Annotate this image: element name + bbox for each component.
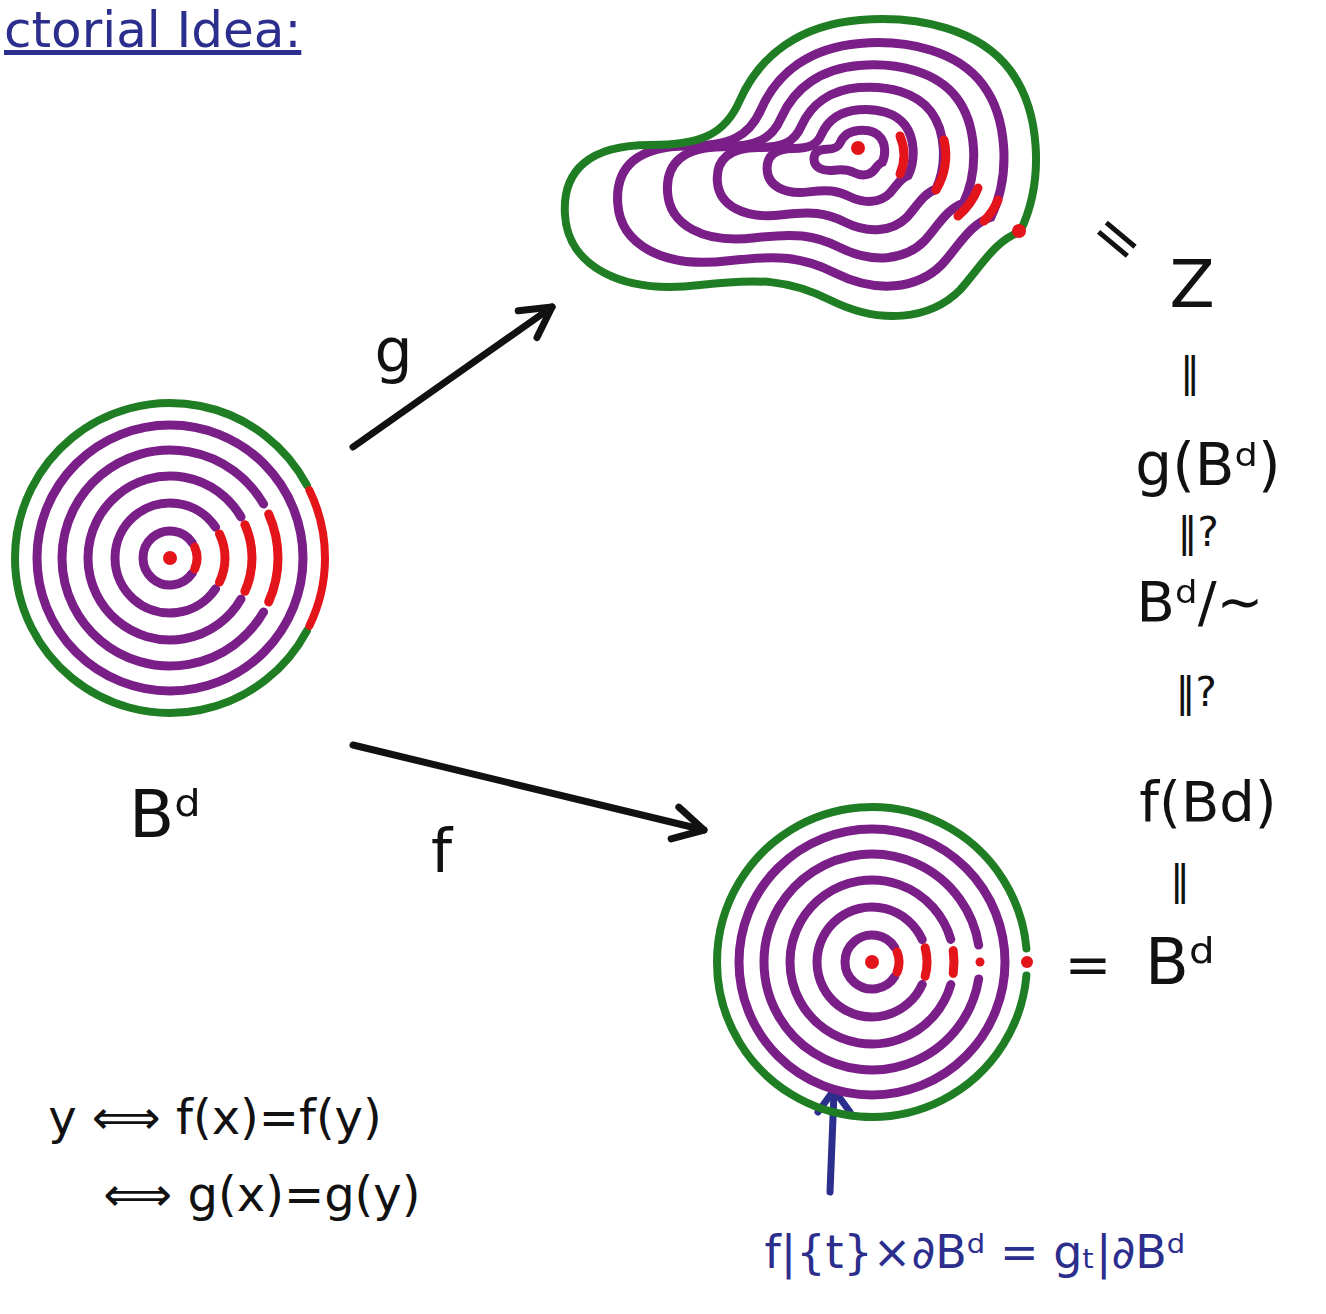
boundary-curve <box>565 19 1036 316</box>
map-arrow <box>353 307 552 447</box>
level-ring <box>790 880 951 1044</box>
level-curve <box>717 87 943 230</box>
equation-part: ‖? <box>1175 669 1216 715</box>
formula-text: ⟺ g(x)=g(y) <box>104 1167 421 1222</box>
level-red-arc <box>245 525 252 592</box>
formula-text: f|{t}×∂Bᵈ = gₜ|∂Bᵈ <box>765 1226 1186 1279</box>
boundary-red-dot <box>1021 956 1033 968</box>
shape-outline <box>560 12 1048 337</box>
level-ring <box>62 450 264 666</box>
space-label: Z <box>1169 247 1214 323</box>
equation-part: ‖? <box>1177 509 1218 555</box>
equation-part: = <box>1077 195 1160 280</box>
level-red-arc <box>984 200 998 221</box>
level-curve <box>667 65 973 258</box>
level-ring <box>88 476 241 640</box>
level-ring <box>143 531 192 585</box>
level-ring <box>817 907 922 1017</box>
level-ring <box>845 935 895 989</box>
arrowhead <box>671 807 704 839</box>
equation-part: g(Bᵈ) <box>1135 432 1280 499</box>
equation-part: ‖ <box>1170 857 1190 903</box>
boundary-red-dot <box>1012 224 1026 238</box>
equation-part: = <box>1065 933 1112 997</box>
boundary-circle <box>15 403 307 713</box>
level-ring <box>37 425 303 691</box>
arrowhead <box>518 307 552 338</box>
equation-part: Bᵈ/∼ <box>1137 570 1264 634</box>
boundary-circle <box>717 807 1026 1117</box>
center-dot <box>865 955 879 969</box>
equation-part: ‖ <box>1180 349 1200 395</box>
map-name: f <box>431 816 452 885</box>
ball-image: Bᵈ <box>712 795 1032 1125</box>
center-dot <box>851 141 865 155</box>
level-red-arc <box>219 534 225 582</box>
ball-domain: Bᵈ <box>8 392 338 882</box>
level-red-dot <box>976 958 985 967</box>
level-red-arc <box>900 136 904 174</box>
map-arrow <box>353 745 704 839</box>
level-red-arc <box>195 547 197 569</box>
level-red-arc <box>949 951 959 974</box>
arrow-shaft <box>353 307 552 447</box>
level-curve <box>618 43 1004 286</box>
leader-line <box>830 1092 834 1192</box>
equation-part: f(Bd) <box>1139 770 1276 834</box>
level-ring <box>115 503 216 613</box>
shape-outline <box>712 795 1032 1125</box>
level-ring <box>764 854 979 1070</box>
level-curve <box>814 130 885 175</box>
title: ctorial Idea: <box>4 2 301 60</box>
center-dot <box>163 551 177 565</box>
level-red-arc <box>269 514 278 602</box>
image-blob: Z <box>560 12 1048 337</box>
level-red-arc <box>897 952 899 972</box>
level-red-arc <box>936 140 946 190</box>
level-red-arc <box>925 948 927 976</box>
formula-text: y ⟺ f(x)=f(y) <box>48 1090 381 1145</box>
space-label: Bᵈ <box>129 777 201 853</box>
arrow-shaft <box>353 745 704 830</box>
level-curve <box>767 109 913 201</box>
boundary-red-arc <box>309 490 325 626</box>
level-red-arc <box>958 188 978 216</box>
map-name: g <box>374 316 412 385</box>
level-ring <box>739 829 1005 1095</box>
space-label: Bᵈ <box>1145 926 1215 1000</box>
